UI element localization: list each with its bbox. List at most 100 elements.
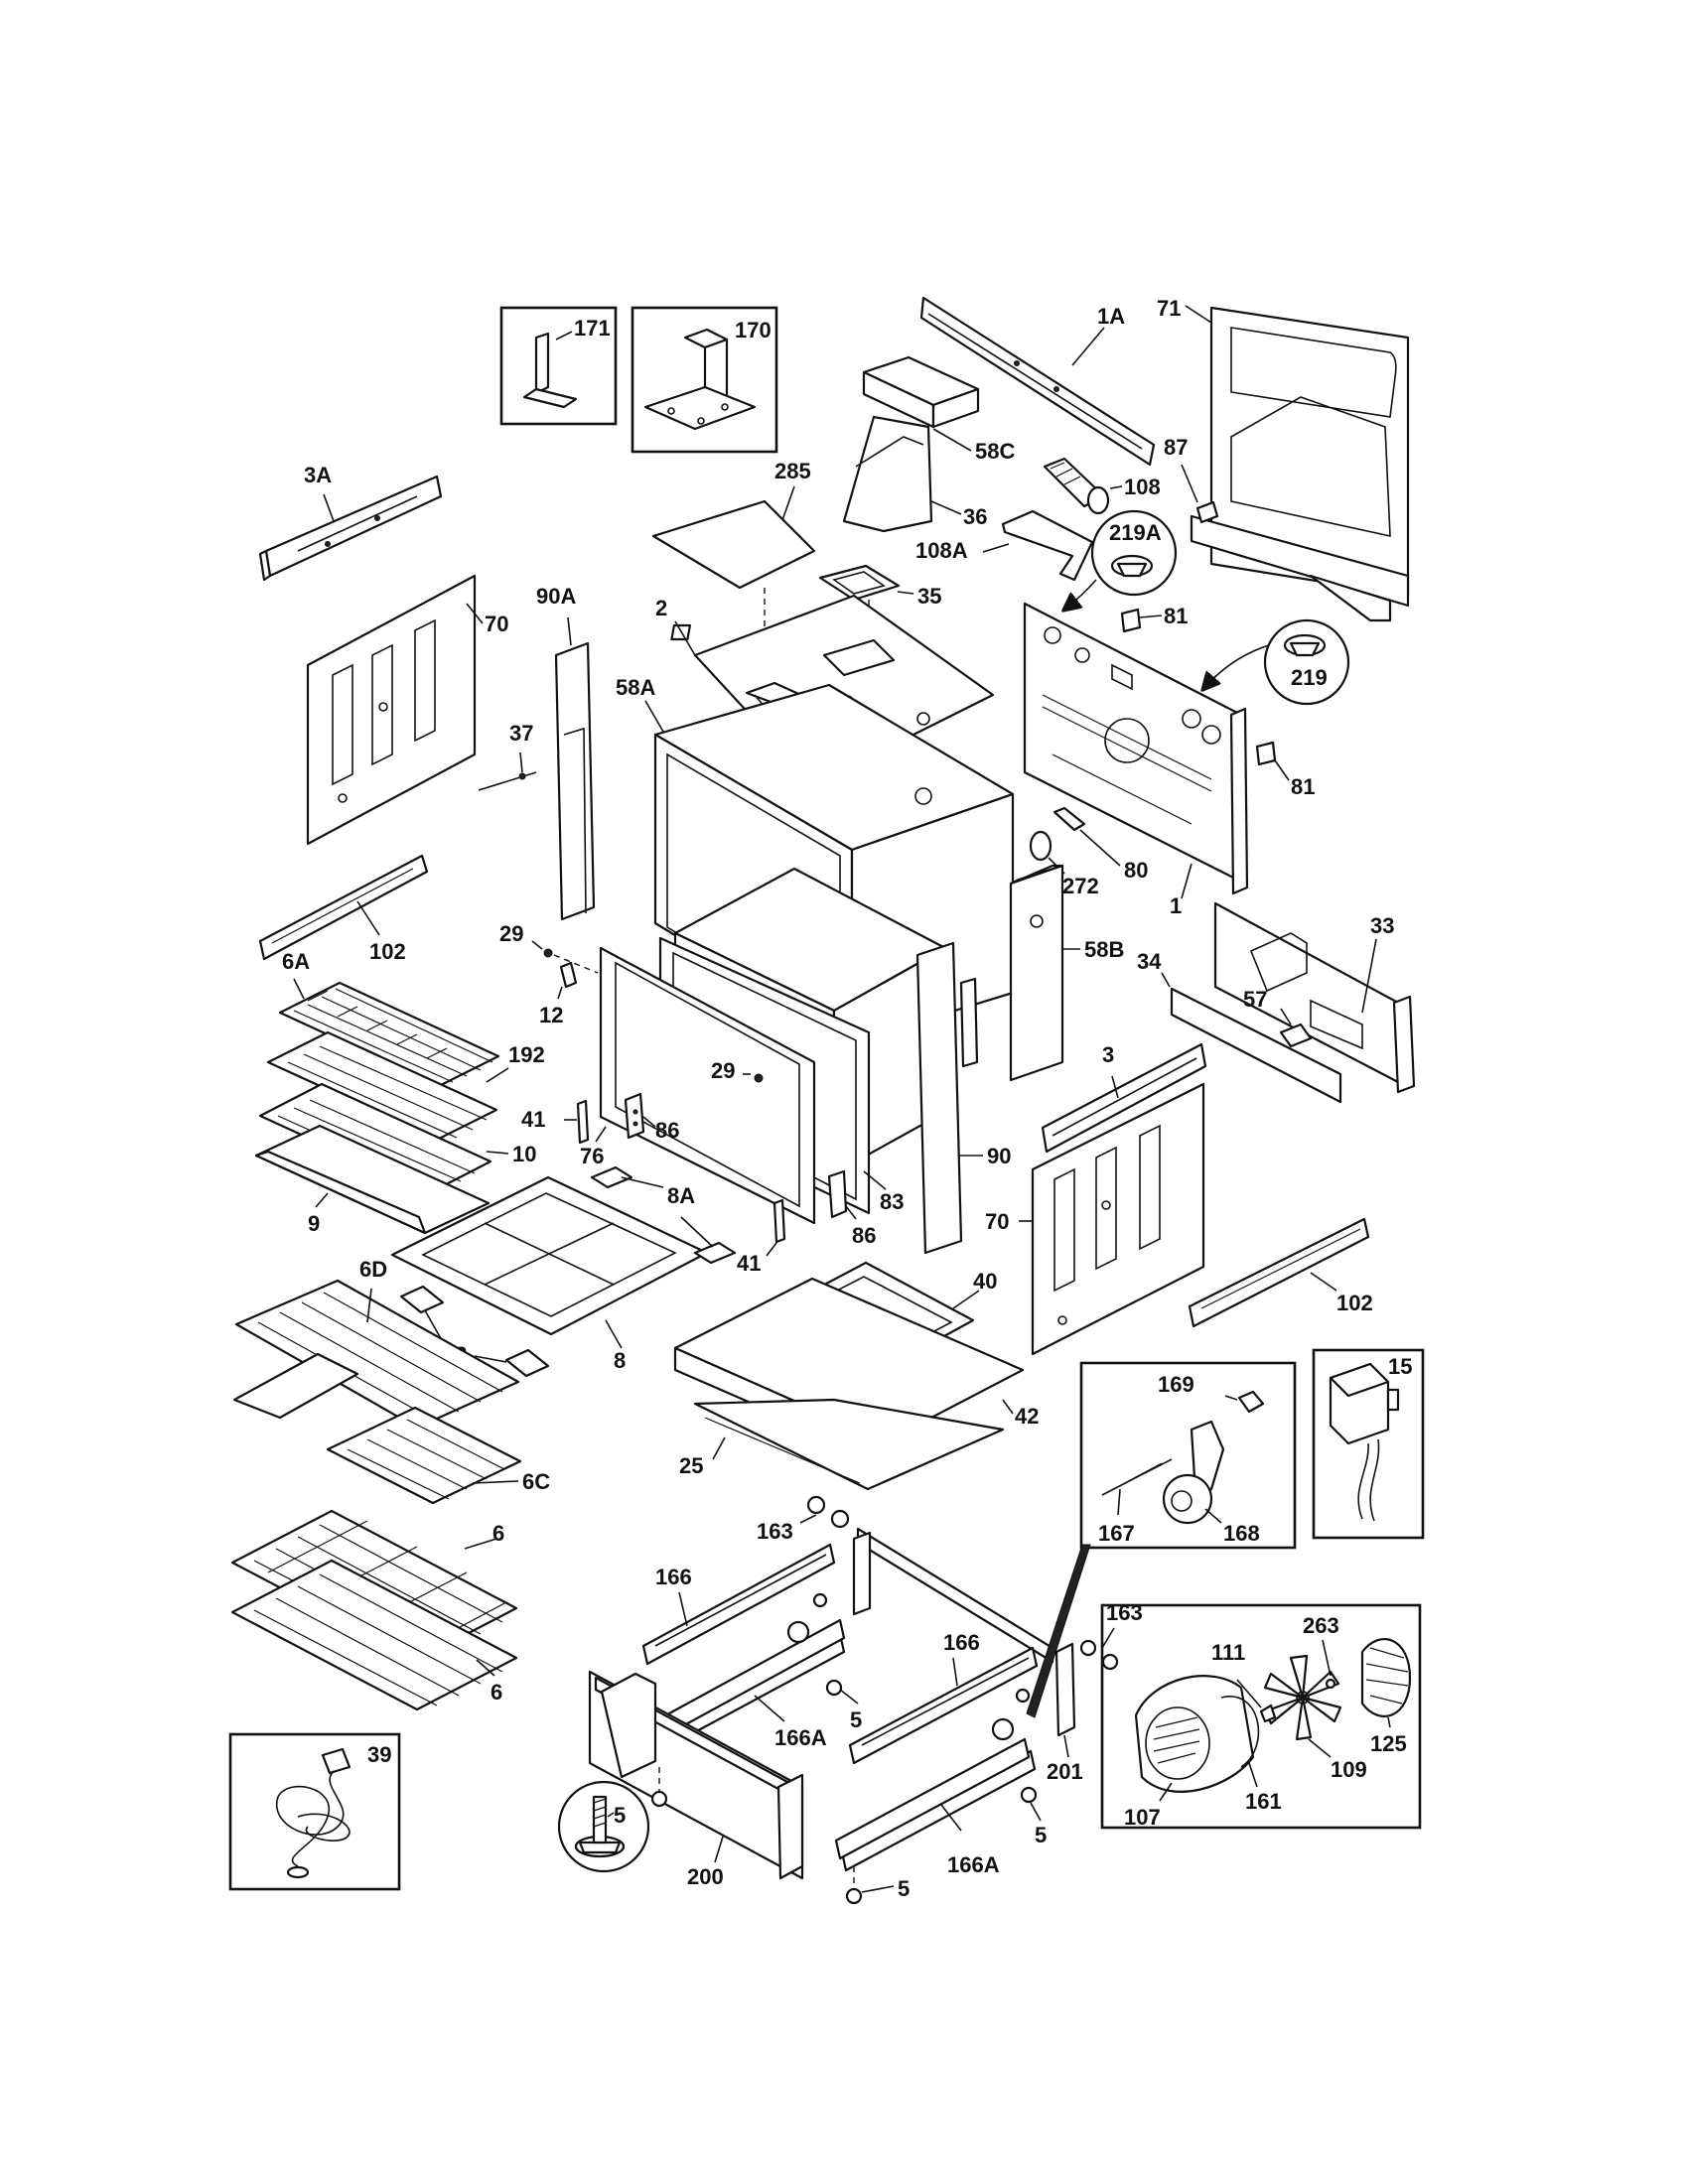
- callout-58A: 58A: [616, 675, 655, 700]
- callout-200: 200: [687, 1864, 724, 1889]
- callout-1A: 1A: [1097, 304, 1125, 329]
- bracket-201: 201: [1047, 1642, 1083, 1784]
- rail-102-right: 102: [1188, 1217, 1373, 1328]
- rack-6C: 6C: [326, 1406, 550, 1505]
- callout-80: 80: [1124, 858, 1148, 883]
- insulator-81-upper: 81: [1120, 604, 1188, 633]
- callout-166A-left: 166A: [774, 1725, 827, 1750]
- callout-15: 15: [1388, 1354, 1412, 1379]
- callout-169: 169: [1158, 1372, 1194, 1397]
- side-trim-3: 3: [1041, 1042, 1207, 1154]
- rail-102-left: 102: [258, 854, 429, 964]
- transformer-icon: [1329, 1362, 1400, 1522]
- callout-6D: 6D: [359, 1257, 387, 1282]
- inset-39: 39: [228, 1732, 401, 1891]
- callout-58C: 58C: [975, 439, 1015, 464]
- channel-41-upper: 41: [521, 1099, 590, 1145]
- callout-219A: 219A: [1109, 520, 1162, 545]
- callout-108A: 108A: [915, 538, 968, 563]
- insulation-285: 285: [651, 459, 816, 590]
- callout-83: 83: [880, 1189, 904, 1214]
- channel-41-lower: 41: [737, 1198, 786, 1276]
- callout-1: 1: [1170, 893, 1182, 918]
- screw-29-lower: 29: [711, 1058, 764, 1083]
- callout-285: 285: [774, 459, 811, 483]
- bracket-80: 80: [1052, 806, 1148, 883]
- callout-34: 34: [1137, 949, 1162, 974]
- callout-3: 3: [1102, 1042, 1114, 1067]
- nuts-163-upper: 163: [757, 1495, 850, 1544]
- drawer-slide-166A-right: 166A: [834, 1737, 1037, 1877]
- callout-40: 40: [973, 1269, 997, 1294]
- inset-15: 15: [1312, 1348, 1425, 1540]
- side-trim-90A: 90A: [536, 584, 596, 921]
- screw-left-front: [650, 1767, 668, 1808]
- callout-8: 8: [614, 1348, 626, 1373]
- callout-33: 33: [1370, 913, 1394, 938]
- clip-57: 57: [1243, 987, 1313, 1048]
- callout-102-left: 102: [369, 939, 406, 964]
- power-cord-icon: [275, 1747, 351, 1879]
- callout-86-lower: 86: [852, 1223, 876, 1248]
- thermostat-219A-callout: 219A: [1064, 509, 1178, 610]
- callout-9: 9: [308, 1211, 320, 1236]
- callout-109: 109: [1331, 1757, 1367, 1782]
- callout-29-lower: 29: [711, 1058, 735, 1083]
- callout-42: 42: [1015, 1404, 1039, 1429]
- callout-35: 35: [917, 584, 941, 609]
- side-panel-70-right: 70: [985, 1082, 1205, 1356]
- drawer-slide-166-left: 166: [641, 1543, 836, 1666]
- callout-70-left: 70: [485, 612, 508, 636]
- callout-81-upper: 81: [1164, 604, 1188, 628]
- roller-right: [991, 1688, 1031, 1741]
- door-lock-motor-icon: [1162, 1390, 1265, 1525]
- callout-102-right: 102: [1336, 1291, 1373, 1315]
- rack-6D: 6D: [232, 1257, 520, 1430]
- insulator-81-lower: 81: [1255, 741, 1315, 799]
- callout-57: 57: [1243, 987, 1267, 1012]
- convection-fan-icon: [1134, 1638, 1412, 1793]
- inset-171: 171: [499, 306, 618, 426]
- callout-166A-right: 166A: [947, 1852, 1000, 1877]
- broiler-pan-9: 9: [254, 1124, 491, 1236]
- bracket-12: 12: [539, 961, 578, 1027]
- trim-34: 34: [1137, 949, 1342, 1104]
- callout-36: 36: [963, 504, 987, 529]
- fan-blade: [1263, 1654, 1342, 1741]
- drawer-slide-166-right: 166: [848, 1630, 1039, 1765]
- callout-90A: 90A: [536, 584, 576, 609]
- rear-bracket-33: 33: [1213, 901, 1416, 1094]
- callout-41-lower: 41: [737, 1251, 761, 1276]
- inset-door-lock: 169 167 168: [1026, 1361, 1297, 1718]
- gasket-35: 35: [818, 564, 941, 609]
- callout-166-left: 166: [655, 1565, 692, 1589]
- clip-87: 87: [1164, 435, 1219, 524]
- callout-163-upper: 163: [757, 1519, 793, 1544]
- leveling-leg-5: 5: [557, 1780, 650, 1873]
- callout-6-lower: 6: [491, 1680, 502, 1705]
- brackets-8A: 8A: [590, 1165, 737, 1265]
- callout-201: 201: [1047, 1759, 1083, 1784]
- callout-76: 76: [580, 1144, 604, 1168]
- callout-41-upper: 41: [521, 1107, 545, 1132]
- callout-71: 71: [1157, 296, 1181, 321]
- callout-107: 107: [1124, 1805, 1161, 1830]
- callout-10: 10: [512, 1142, 536, 1166]
- oven-top-2: 2: [655, 594, 995, 786]
- callout-6C: 6C: [522, 1469, 550, 1494]
- callout-111: 111: [1211, 1640, 1245, 1665]
- callout-70-right: 70: [985, 1209, 1009, 1234]
- terminal-block-108: 108: [1043, 457, 1161, 515]
- callout-171: 171: [574, 316, 611, 341]
- screw-29-upper: 29: [499, 921, 599, 974]
- rear-panel-1: 1: [1023, 602, 1249, 918]
- screw-5-lower: 5: [845, 1866, 910, 1905]
- callout-6-upper: 6: [492, 1521, 504, 1546]
- bottom-shield-25: 25: [679, 1398, 1005, 1491]
- rear-panel-71: 71: [1157, 296, 1410, 622]
- vent-cap-58C: 58C: [862, 355, 1015, 464]
- bottom-panel-8: 8: [390, 1175, 709, 1373]
- sensor-272: 272: [1029, 830, 1099, 898]
- leveling-leg-icon: [574, 1795, 626, 1858]
